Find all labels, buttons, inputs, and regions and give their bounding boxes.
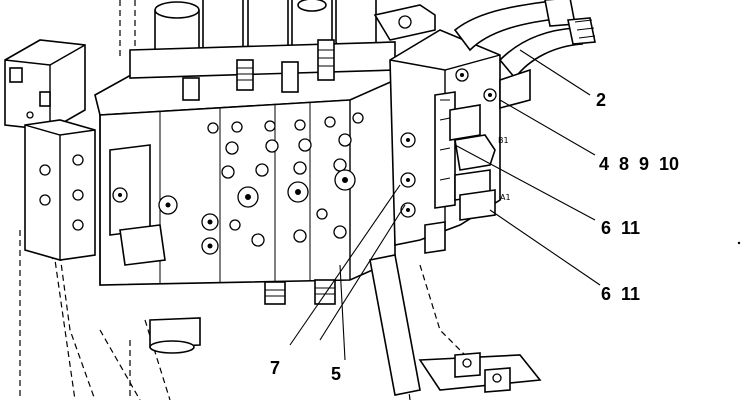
- callout-7: 7: [270, 358, 280, 378]
- callout-6-11-upper: 6 11: [601, 218, 640, 238]
- valve-end-block: [4, 39, 96, 261]
- callout-6-11-lower: 6 11: [601, 284, 640, 304]
- callout-4-8-9-10: 4 8 9 10: [599, 154, 679, 174]
- callout-5: 5: [331, 364, 341, 384]
- support-leg: [369, 254, 542, 396]
- leader-lines: [289, 49, 601, 361]
- stray-dot: [737, 241, 741, 245]
- callout-2: 2: [596, 90, 606, 110]
- port-label-a1: A1: [500, 193, 511, 202]
- top-fittings: [182, 39, 335, 101]
- valve-port-holes: [201, 112, 364, 255]
- port-tube-assembly: [424, 91, 496, 254]
- hydraulic-hoses: [453, 0, 596, 110]
- control-valve-block: [94, 64, 401, 286]
- bottom-fittings: [149, 279, 336, 354]
- solenoid-cylinders: [129, 0, 396, 79]
- port-label-b1: B1: [498, 136, 509, 145]
